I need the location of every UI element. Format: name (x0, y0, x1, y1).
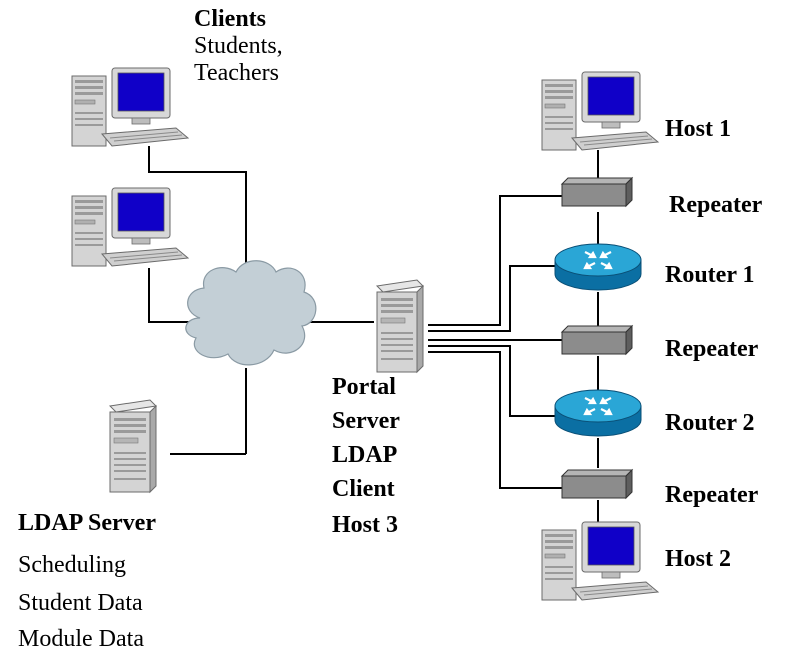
connection-lines (148, 146, 599, 532)
host-2-computer-icon (541, 521, 659, 601)
portal-server-line: LDAP (332, 442, 398, 468)
ldap-server-icon (109, 399, 157, 493)
client-computer-1-icon (71, 67, 189, 147)
host-1-computer-icon (541, 71, 659, 151)
ldap-server-item: Module Data (18, 626, 144, 652)
ldap-server-item: Scheduling (18, 552, 126, 578)
client-computer-2-icon (71, 187, 189, 267)
portal-server-line: Host 3 (332, 512, 398, 538)
network-cloud-icon (185, 260, 317, 366)
router-1-icon (553, 242, 643, 292)
clients-line-1: Students, (194, 33, 283, 59)
portal-server-line: Server (332, 408, 400, 434)
router-2-icon (553, 388, 643, 438)
clients-line-2: Teachers (194, 60, 279, 86)
repeater-2-label: Repeater (665, 336, 759, 362)
repeater-3-label: Repeater (665, 482, 759, 508)
host-2-label: Host 2 (665, 546, 731, 572)
portal-server-line: Portal (332, 374, 396, 400)
ldap-server-item: Student Data (18, 590, 143, 616)
portal-server-line: Client (332, 476, 395, 502)
repeater-1-icon (561, 177, 633, 207)
portal-server-icon (376, 279, 424, 373)
ldap-server-title: LDAP Server (18, 510, 156, 536)
repeater-1-label: Repeater (669, 192, 763, 218)
repeater-3-icon (561, 469, 633, 499)
router-1-label: Router 1 (665, 262, 755, 288)
host-1-label: Host 1 (665, 116, 731, 142)
router-2-label: Router 2 (665, 410, 755, 436)
clients-title: Clients (194, 6, 266, 32)
repeater-2-icon (561, 325, 633, 355)
